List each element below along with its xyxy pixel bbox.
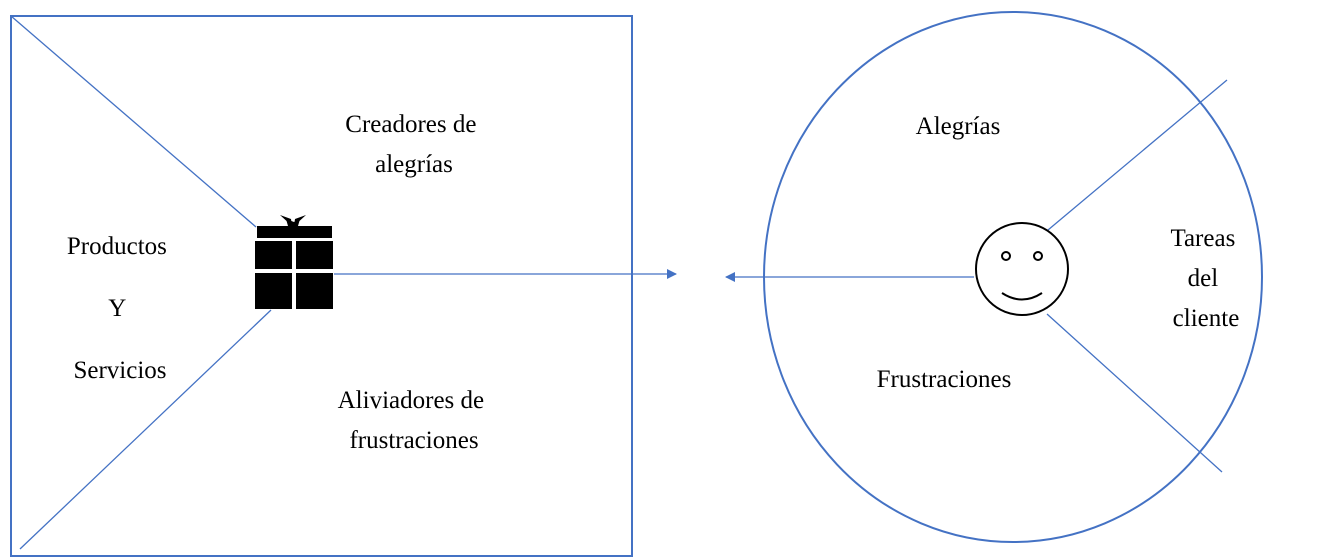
pains-label: Frustraciones (877, 366, 1012, 393)
value-map-square (10, 15, 633, 557)
smiley-face-icon (975, 222, 1069, 316)
value-map-divider-upper (10, 15, 257, 228)
jobs-label: Tareas del cliente (1170, 225, 1241, 332)
value-map-divider-lower (19, 309, 272, 550)
customer-profile: Alegrías Tareas del cliente Frustracione… (725, 11, 1263, 543)
gains-label: Alegrías (916, 113, 1001, 140)
gain-creators-label: Creadores de alegrías (345, 111, 482, 178)
value-map: Creadores de alegrías Productos Y Servic… (10, 15, 677, 557)
products-services-label: Productos Y Servicios (67, 233, 173, 384)
gift-icon (255, 215, 333, 309)
customer-divider-lower (1046, 313, 1223, 473)
customer-divider-upper (1047, 79, 1228, 231)
pain-relievers-label: Aliviadores de frustraciones (338, 387, 491, 454)
